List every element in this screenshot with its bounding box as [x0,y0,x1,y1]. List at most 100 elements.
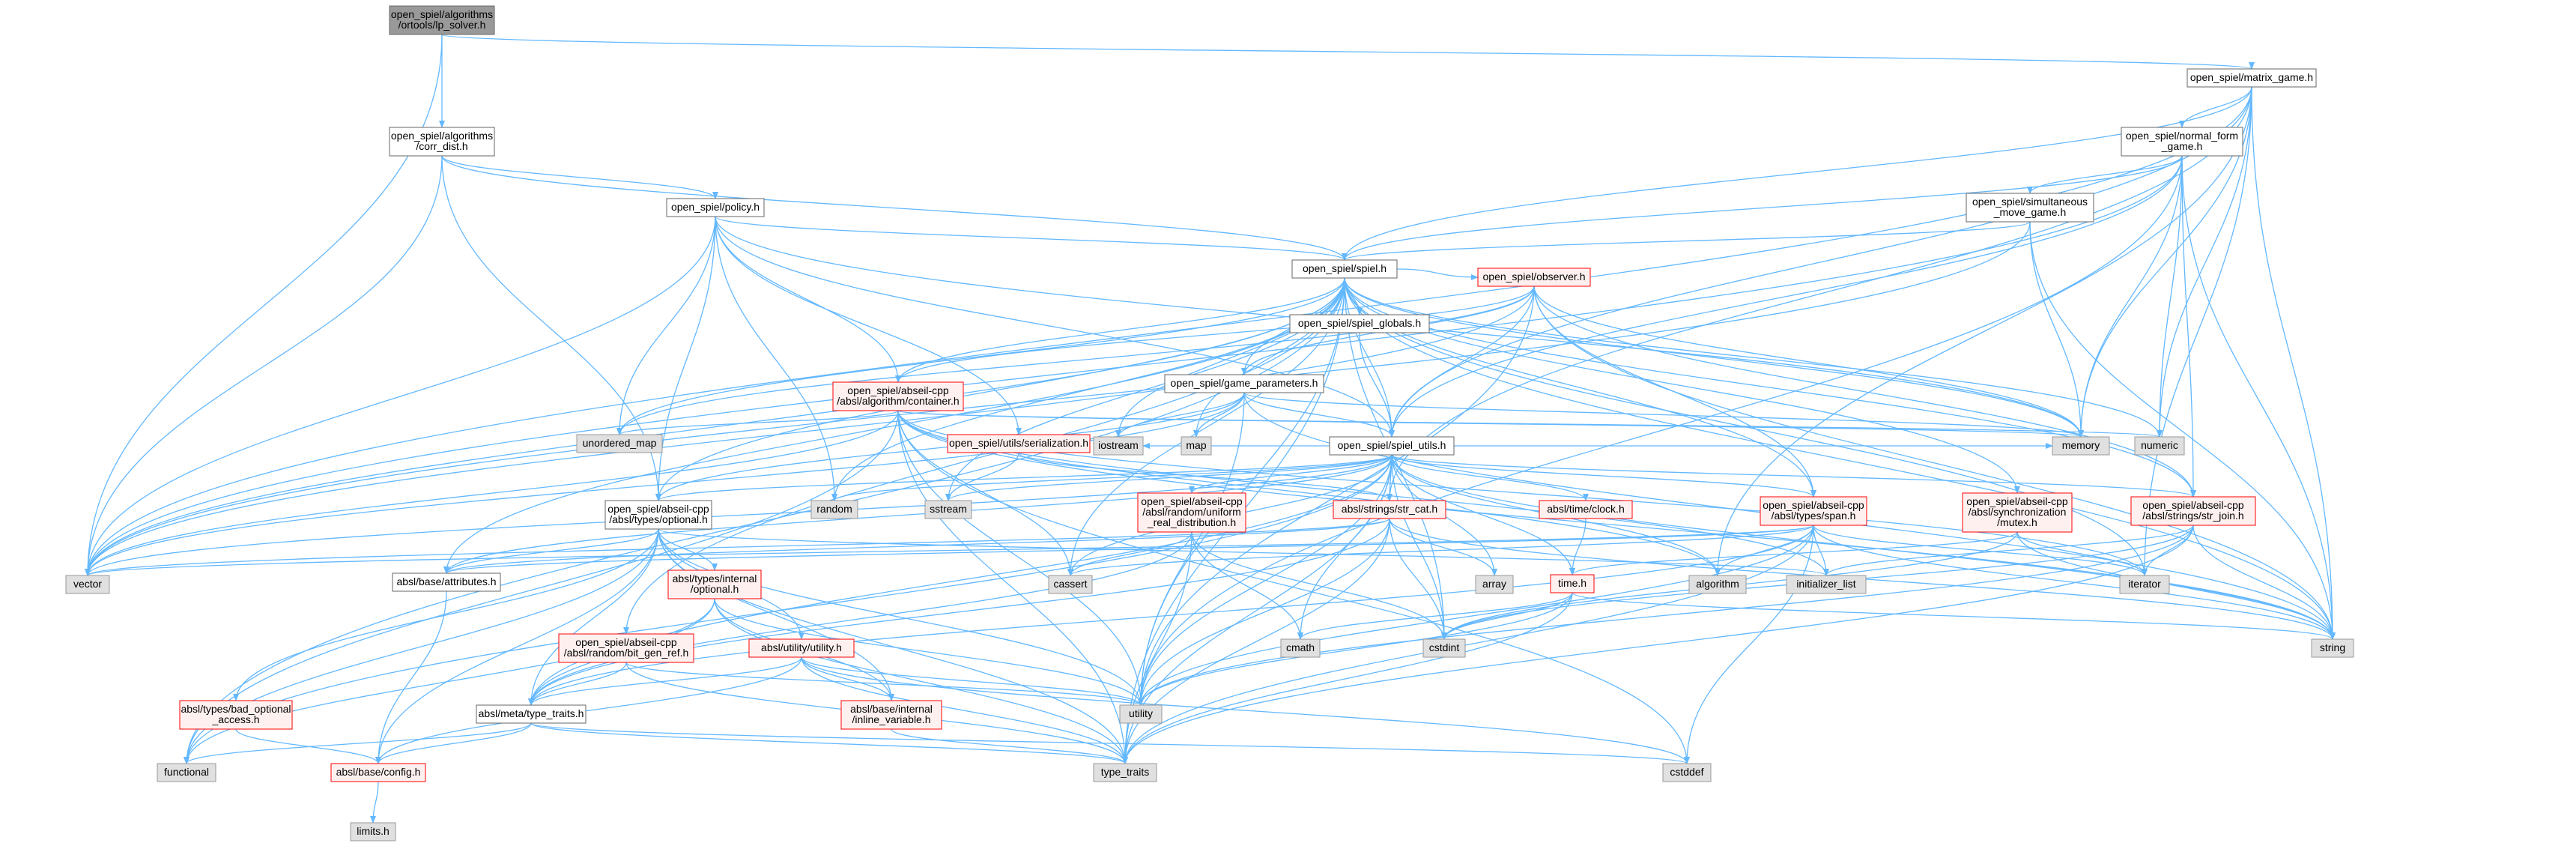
node-box [1475,575,1514,594]
node-open-spiel-abseil-cpp-absl-random-uniform-real-distribution-h[interactable]: open_spiel/abseil-cpp/absl/random/unifor… [1137,492,1246,533]
edge-container-to-memory [897,410,2084,438]
node-label: initializer_list [1796,578,1855,590]
node-label: absl/base/internal [850,703,933,715]
node-open-spiel-abseil-cpp-absl-synchronization-mutex-h[interactable]: open_spiel/abseil-cpp/absl/synchronizati… [1962,492,2073,533]
node-open-spiel-spiel-h[interactable]: open_spiel/spiel.h [1291,259,1398,279]
edge-observer-to-unordered_map [616,285,1535,435]
edge-str_join-to-type_traits [1122,525,2194,764]
node-box [1333,500,1446,519]
edge-span-to-type_traits_h [528,525,1814,706]
node-algorithm: algorithm [1688,575,1747,594]
node-vector: vector [65,575,110,594]
node-label: algorithm [1696,578,1739,590]
edge-spiel_globals-to-spiel_utils [1359,332,1395,438]
node-box [1688,575,1747,594]
edge-lp_solver-to-vector [85,34,443,576]
node-absl-types-internal-optional-h[interactable]: absl/types/internal/optional.h [667,569,762,599]
node-time-h[interactable]: time.h [1550,574,1595,593]
node-open-spiel-abseil-cpp-absl-strings-str-join-h[interactable]: open_spiel/abseil-cpp/absl/strings/str_j… [2130,496,2256,526]
node-absl-base-config-h[interactable]: absl/base/config.h [330,763,426,782]
node-label: /absl/random/uniform [1142,506,1241,518]
node-open-spiel-spiel-globals-h[interactable]: open_spiel/spiel_globals.h [1289,314,1430,333]
node-box [1181,436,1212,456]
edge-str_cat-to-cstdint [1389,518,1447,640]
edge-observer-to-utility [1138,285,1535,706]
node-label: open_spiel/spiel_globals.h [1298,317,1421,329]
edge-policy-to-unordered_map [616,216,716,435]
node-label: sstream [930,503,967,515]
node-absl-utility-utility-h[interactable]: absl/utility/utility.h [748,638,855,658]
node-box [1291,259,1398,279]
edge-spiel-to-string [1344,277,2336,640]
edge-container-to-algorithm [897,410,1721,576]
node-open-spiel-matrix-game-h[interactable]: open_spiel/matrix_game.h [2186,68,2317,88]
node-box [389,127,495,157]
edge-optional_internal-to-utility [714,598,1144,706]
edge-utility_h-to-type_traits_h [528,656,802,706]
node-label: /absl/strings/str_join.h [2142,510,2243,522]
edge-str_cat-to-attributes [443,518,1390,574]
node-box [2121,127,2243,157]
edge-container-to-vector [85,410,899,576]
edge-spiel-to-unordered_map [616,277,1345,435]
node-label: functional [164,766,209,778]
edge-container-to-unordered_map [616,410,899,435]
node-cmath: cmath [1280,638,1321,658]
edge-type_traits_h-to-type_traits [530,722,1128,764]
node-box [2119,575,2170,594]
edge-spiel-to-functional [184,277,1345,764]
node-label: /mutex.h [1997,516,2037,528]
edge-spiel-to-container [895,277,1345,383]
node-label: open_spiel/abseil-cpp [847,384,949,396]
node-label: open_spiel/abseil-cpp [1966,495,2068,507]
edge-simultaneous-to-memory [2029,221,2084,438]
edge-game_parameters-to-map [1193,392,1245,438]
node-open-spiel-normal-form-game-h[interactable]: open_spiel/normal_form_game.h [2121,127,2243,157]
node-open-spiel-game-parameters-h[interactable]: open_spiel/game_parameters.h [1164,374,1324,393]
node-open-spiel-algorithms-ortools-lp-solver-h[interactable]: open_spiel/algorithms/ortools/lp_solver.… [389,5,495,35]
node-label: iostream [1098,439,1139,451]
node-cstdint: cstdint [1422,638,1466,658]
node-absl-base-attributes-h[interactable]: absl/base/attributes.h [392,572,501,592]
node-box [330,763,426,782]
node-absl-time-clock-h[interactable]: absl/time/clock.h [1539,500,1633,519]
node-box [1093,436,1144,456]
node-open-spiel-algorithms-corr-dist-h[interactable]: open_spiel/algorithms/corr_dist.h [389,127,495,157]
edge-utility_h-to-type_traits [801,656,1128,764]
node-absl-types-bad-optional-access-h[interactable]: absl/types/bad_optional_access.h [179,700,293,730]
edge-uniform_real-to-type_traits [1122,531,1192,764]
node-label: open_spiel/abseil-cpp [1763,499,1864,511]
node-absl-base-internal-inline-variable-h[interactable]: absl/base/internal/inline_variable.h [840,700,942,730]
edge-policy-to-random [715,216,837,501]
node-open-spiel-observer-h[interactable]: open_spiel/observer.h [1477,268,1591,287]
edge-normal_form-to-str_join [2181,155,2196,498]
node-open-spiel-abseil-cpp-absl-algorithm-container-h[interactable]: open_spiel/abseil-cpp/absl/algorithm/con… [832,381,964,411]
edge-spiel-to-mutex [1344,277,2020,494]
node-label: iterator [2128,578,2161,590]
node-box [1550,574,1595,593]
node-open-spiel-abseil-cpp-absl-types-optional-h[interactable]: open_spiel/abseil-cpp/absl/types/optiona… [604,500,712,530]
node-box [2052,436,2110,456]
edge-policy-to-spiel [715,216,1348,261]
node-label: open_spiel/abseil-cpp [607,503,709,515]
edge-config-to-limits [370,781,379,824]
node-box [1329,436,1455,456]
node-open-spiel-simultaneous-move-game-h[interactable]: open_spiel/simultaneous_move_game.h [1966,193,2094,223]
node-box [1786,575,1867,594]
edge-optional-to-bad_optional [233,528,659,701]
node-open-spiel-utils-serialization-h[interactable]: open_spiel/utils/serialization.h [947,434,1091,453]
node-open-spiel-abseil-cpp-absl-types-span-h[interactable]: open_spiel/abseil-cpp/absl/types/span.h [1760,496,1867,526]
node-label: time.h [1558,577,1586,589]
node-open-spiel-abseil-cpp-absl-random-bit-gen-ref-h[interactable]: open_spiel/abseil-cpp/absl/random/bit_ge… [558,633,694,663]
node-absl-meta-type-traits-h[interactable]: absl/meta/type_traits.h [476,704,587,724]
node-absl-strings-str-cat-h[interactable]: absl/strings/str_cat.h [1333,500,1446,519]
edge-spiel-to-iostream [1115,277,1345,438]
edge-optional-to-utility [658,528,1144,706]
node-open-spiel-policy-h[interactable]: open_spiel/policy.h [666,198,765,217]
node-open-spiel-spiel-utils-h[interactable]: open_spiel/spiel_utils.h [1329,436,1455,456]
edge-utility_h-to-utility [801,656,1144,706]
node-label: unordered_map [583,437,657,449]
edge-inline_variable-to-type_traits [891,728,1128,764]
node-box [2134,436,2185,456]
node-label: cassert [1053,578,1087,590]
